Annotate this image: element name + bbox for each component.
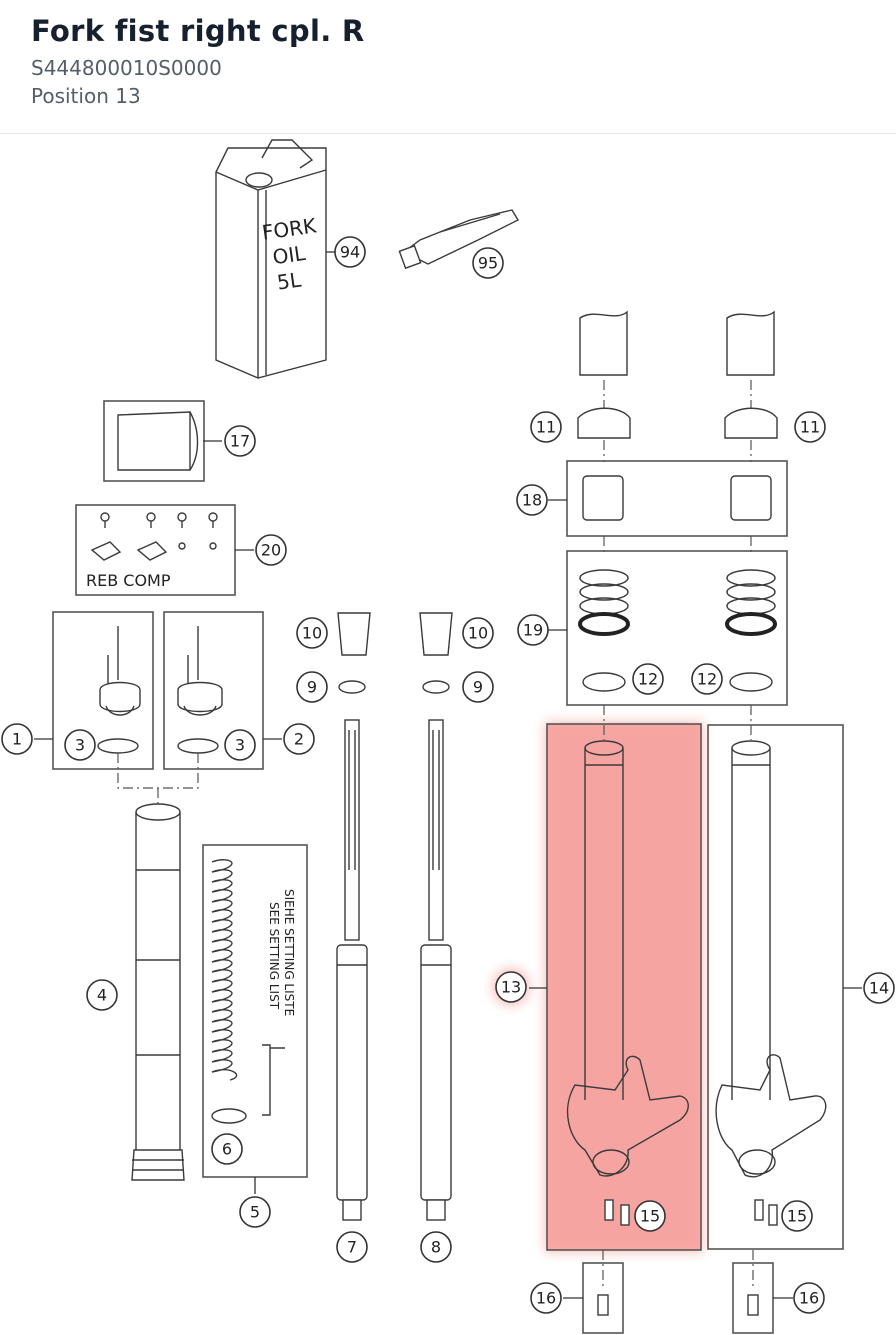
callout-9-left[interactable]: 9: [296, 671, 328, 703]
callout-11-left[interactable]: 11: [530, 411, 562, 443]
callout-20[interactable]: 20: [255, 534, 287, 566]
svg-text:12: 12: [638, 670, 658, 689]
svg-text:15: 15: [787, 1207, 807, 1226]
bushing-right: [419, 612, 453, 656]
svg-text:13: 13: [501, 978, 521, 997]
svg-text:7: 7: [347, 1238, 357, 1257]
setting-note-de: SIEHE SETTING LISTE: [282, 889, 296, 1016]
callout-12-left[interactable]: 12: [632, 663, 664, 695]
svg-text:16: 16: [536, 1289, 556, 1308]
callout-94[interactable]: 94: [334, 236, 366, 268]
callout-14[interactable]: 14: [863, 972, 895, 1004]
callout-10-right[interactable]: 10: [462, 617, 494, 649]
fork-oil-can: FORK OIL 5L: [215, 139, 327, 379]
callout-5[interactable]: 5: [239, 1196, 271, 1228]
svg-text:20: 20: [261, 541, 281, 560]
fork-cap-right: [177, 626, 223, 754]
setting-note-en: SEE SETTING LIST: [267, 902, 281, 1010]
callout-3-left[interactable]: 3: [64, 729, 96, 761]
fork-spring: [211, 859, 247, 1124]
oil-can-text-2: OIL: [271, 241, 308, 269]
fork-cap-left: [97, 626, 141, 754]
callout-95[interactable]: 95: [472, 247, 504, 279]
damper-rod-left: [336, 719, 368, 1221]
header: Fork fist right cpl. R S444800010S0000 P…: [0, 0, 896, 134]
callout-1[interactable]: 1: [1, 723, 33, 755]
svg-text:11: 11: [536, 418, 556, 437]
position-label: Position 13: [31, 84, 141, 108]
callout-9-right[interactable]: 9: [462, 671, 494, 703]
callout-11-right[interactable]: 11: [794, 411, 826, 443]
callout-7[interactable]: 7: [336, 1231, 368, 1263]
seal-stack-left: [578, 569, 630, 692]
svg-text:9: 9: [307, 678, 317, 697]
svg-text:9: 9: [473, 678, 483, 697]
svg-text:2: 2: [294, 730, 304, 749]
callout-13[interactable]: 13: [495, 971, 527, 1003]
callout-19[interactable]: 19: [517, 614, 549, 646]
callout-2[interactable]: 2: [283, 723, 315, 755]
callout-15-left[interactable]: 15: [634, 1200, 666, 1232]
svg-text:4: 4: [97, 986, 107, 1005]
exploded-parts-diagram: FORK OIL 5L REB COMP: [1, 139, 895, 1334]
callout-12-right[interactable]: 12: [691, 663, 723, 695]
svg-text:10: 10: [468, 624, 488, 643]
oil-can-text-3: 5L: [276, 267, 304, 294]
callout-15-right[interactable]: 15: [781, 1200, 813, 1232]
part-number: S444800010S0000: [31, 56, 222, 80]
svg-text:17: 17: [230, 432, 250, 451]
callout-4[interactable]: 4: [86, 979, 118, 1011]
svg-text:3: 3: [235, 736, 245, 755]
highlight-position-13[interactable]: [493, 722, 703, 1252]
callout-3-right[interactable]: 3: [224, 729, 256, 761]
svg-text:18: 18: [522, 491, 542, 510]
grease-tube: [398, 209, 519, 270]
svg-text:10: 10: [302, 624, 322, 643]
svg-text:3: 3: [75, 736, 85, 755]
svg-text:95: 95: [478, 254, 498, 273]
cartridge-tube: [131, 803, 185, 1181]
svg-text:19: 19: [523, 621, 543, 640]
callout-16-right[interactable]: 16: [793, 1282, 825, 1314]
fork-fist-left-leg: [715, 740, 827, 1226]
screw-set: [90, 512, 218, 561]
svg-text:14: 14: [869, 979, 889, 998]
page-title: Fork fist right cpl. R: [31, 14, 365, 48]
svg-text:11: 11: [800, 418, 820, 437]
svg-text:5: 5: [250, 1203, 260, 1222]
svg-text:8: 8: [431, 1238, 441, 1257]
fork-fist-right-leg[interactable]: [566, 740, 689, 1226]
callout-8[interactable]: 8: [420, 1231, 452, 1263]
svg-text:16: 16: [799, 1289, 819, 1308]
svg-text:1: 1: [12, 730, 22, 749]
svg-text:94: 94: [340, 243, 360, 262]
svg-text:6: 6: [222, 1140, 232, 1159]
callout-18[interactable]: 18: [516, 484, 548, 516]
bushing-left: [337, 612, 371, 656]
reb-comp-label: REB COMP: [86, 571, 171, 590]
callout-6[interactable]: 6: [211, 1133, 243, 1165]
callout-10-left[interactable]: 10: [296, 617, 328, 649]
callout-17[interactable]: 17: [224, 425, 256, 457]
callout-16-left[interactable]: 16: [530, 1282, 562, 1314]
seal-stack-right: [725, 569, 777, 692]
svg-text:12: 12: [697, 670, 717, 689]
damper-rod-right: [420, 719, 452, 1221]
svg-text:15: 15: [640, 1207, 660, 1226]
